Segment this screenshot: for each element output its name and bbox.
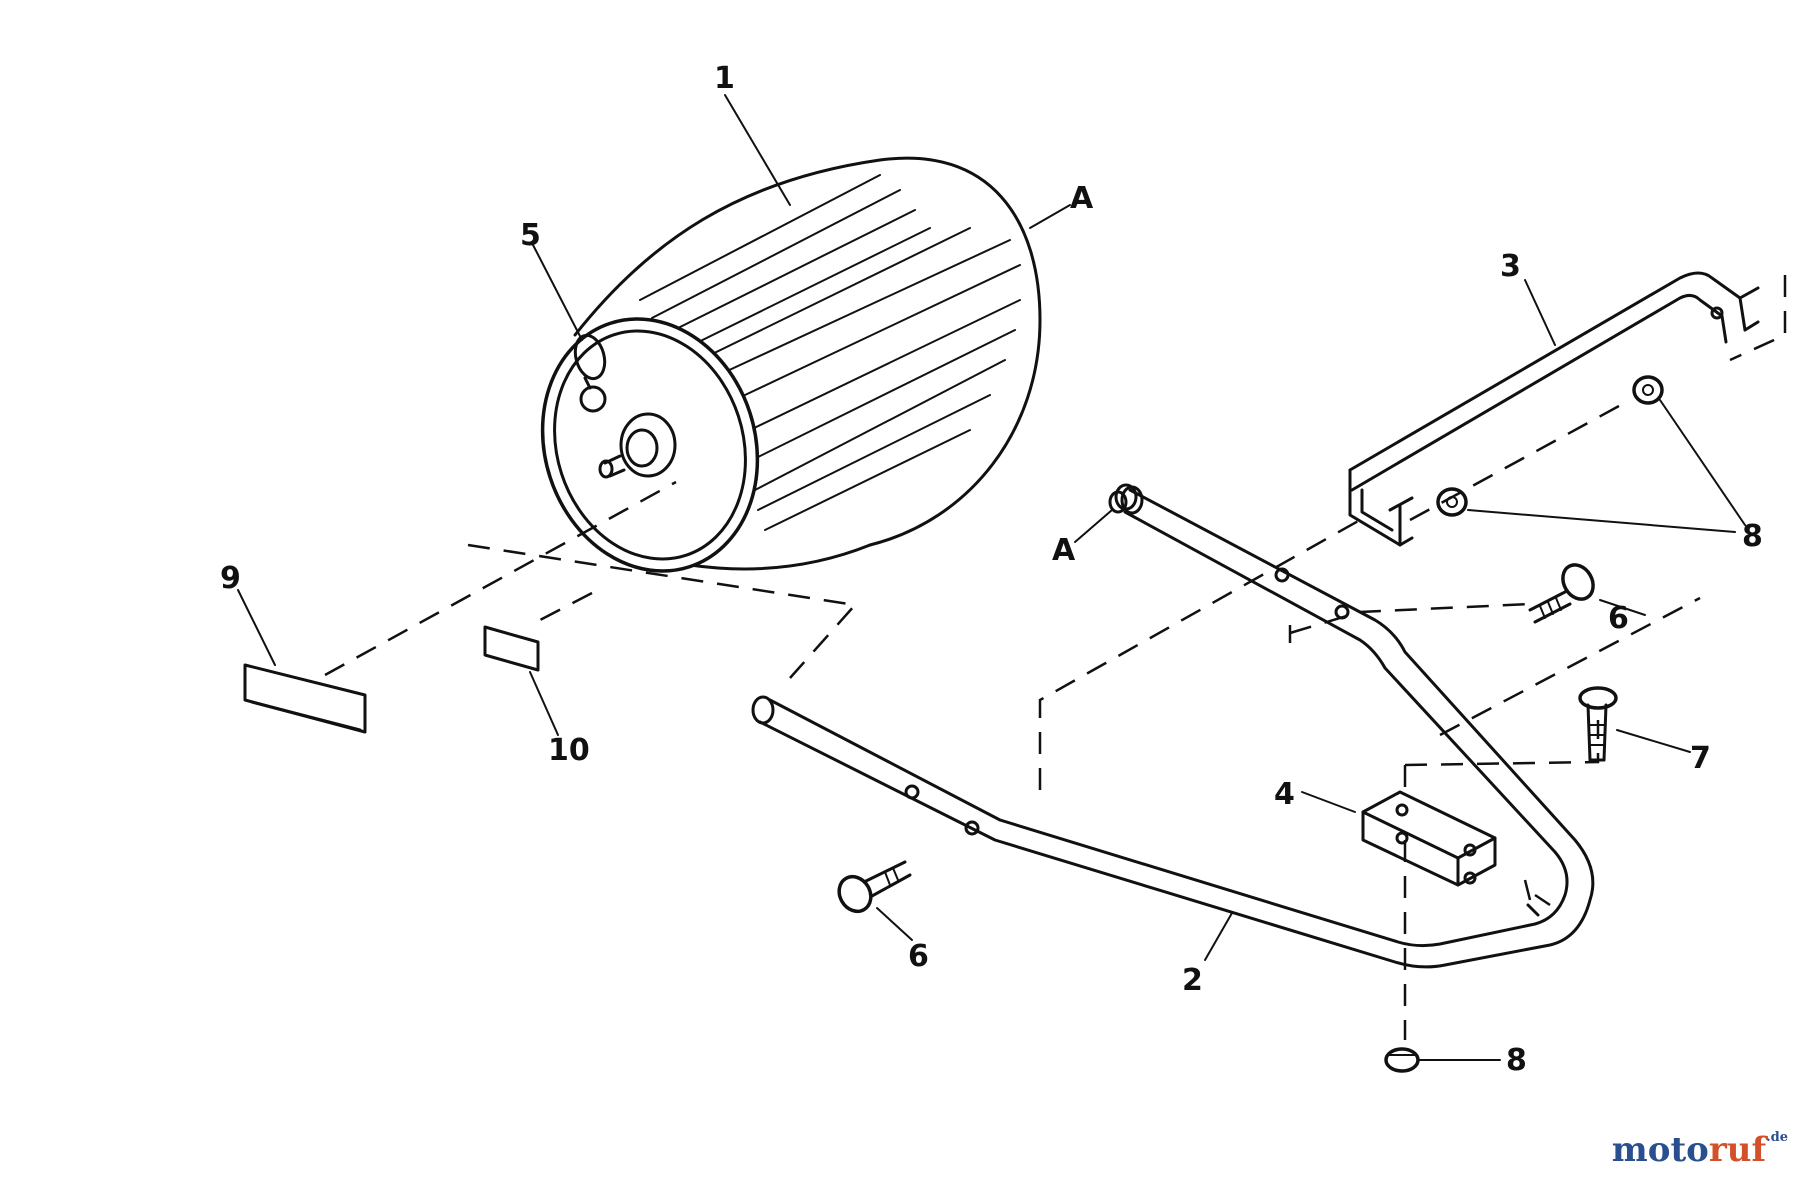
- nut-8-upper: [1436, 487, 1468, 517]
- callout-7: 7: [1690, 741, 1711, 776]
- drawbar: [751, 485, 1595, 969]
- drum-end-cap: [540, 317, 760, 573]
- bolt-6-left: [837, 860, 912, 914]
- nut-8-lower: [1384, 1047, 1420, 1073]
- nut-8-upper-right: [1632, 375, 1664, 405]
- mounting-bracket: [1348, 271, 1760, 547]
- axle-pin: [1108, 483, 1138, 514]
- callout-6-right: 6: [1608, 601, 1629, 636]
- drum-axle-hub: [598, 412, 677, 479]
- callout-3: 3: [1500, 249, 1521, 284]
- drum-ribs: [639, 174, 1021, 531]
- callout-2: 2: [1182, 963, 1203, 998]
- callout-8-upper: 8: [1742, 519, 1763, 554]
- leader-lines: [237, 94, 1746, 1061]
- brand-part-2: ruf: [1708, 1130, 1767, 1170]
- brand-watermark: motoruf.de: [1612, 1130, 1788, 1170]
- callout-8-lower: 8: [1506, 1043, 1527, 1078]
- callout-ref-a-drawbar: A: [1052, 533, 1076, 568]
- callout-10: 10: [548, 733, 590, 768]
- callout-5: 5: [520, 218, 541, 253]
- callout-6-left: 6: [908, 939, 929, 974]
- filler-plug: [573, 333, 607, 413]
- callout-4: 4: [1274, 777, 1295, 812]
- roller-drum: [540, 156, 1042, 573]
- callouts: 1 2 3 4 5 6 6 7 8 8 9 10 A A: [220, 61, 1763, 1078]
- assembly-dashed-lines: [324, 275, 1787, 1040]
- brand-suffix: .de: [1766, 1130, 1788, 1145]
- hinge-plate: [1361, 790, 1497, 887]
- callout-9: 9: [220, 561, 241, 596]
- decal-9: [243, 663, 367, 734]
- callout-ref-a-drum: A: [1070, 181, 1094, 216]
- brand-part-1: moto: [1611, 1130, 1709, 1170]
- decal-10: [483, 625, 540, 672]
- callout-1: 1: [714, 61, 735, 96]
- bolt-6-right: [1528, 563, 1595, 624]
- bolt-7: [1578, 686, 1618, 762]
